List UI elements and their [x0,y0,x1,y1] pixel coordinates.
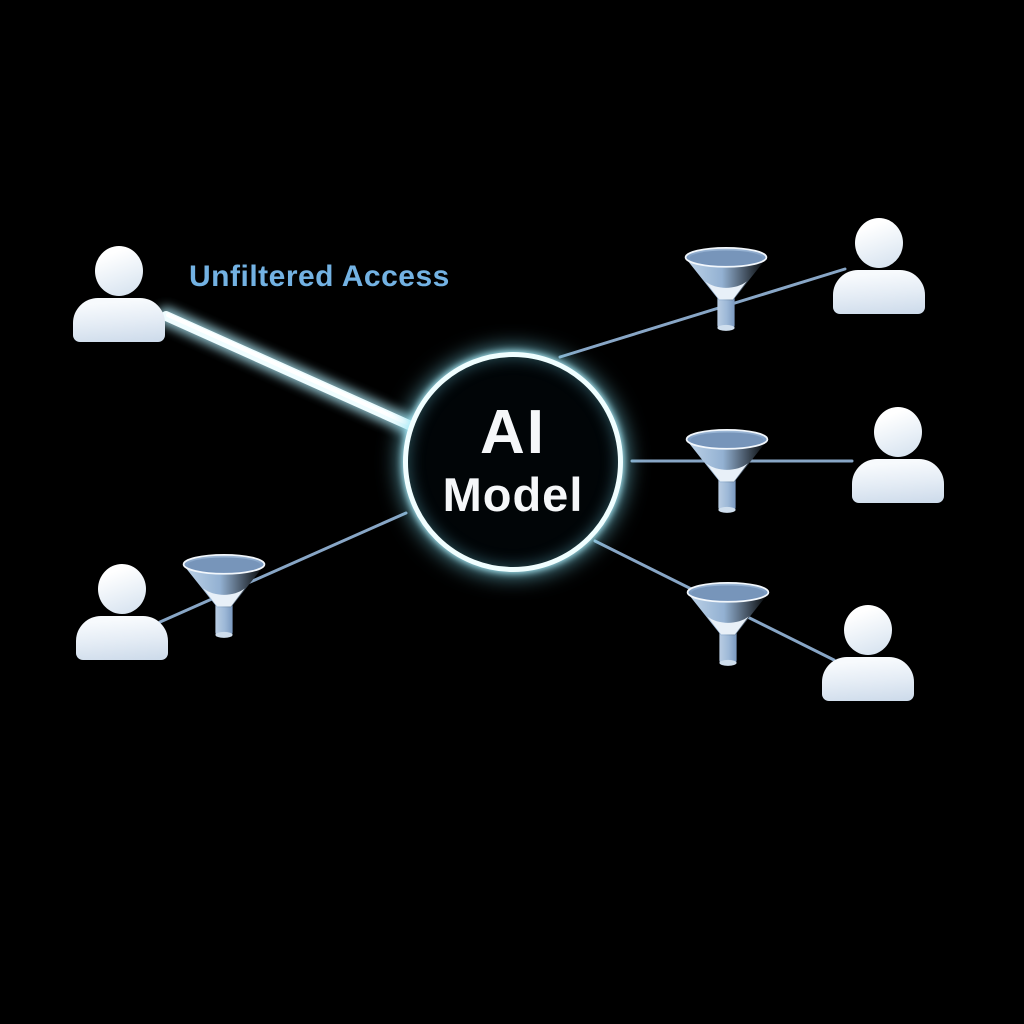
person-torso [852,459,944,503]
person-icon-bottom-left [76,564,168,660]
unfiltered-access-label: Unfiltered Access [189,260,450,293]
person-icon-middle-right [852,407,944,503]
funnel-icon-bottom-right [685,580,771,670]
person-icon-unfiltered-user [73,246,165,342]
funnel-icon-middle-right [684,427,770,517]
person-torso [73,298,165,342]
ai-model-title-line1: AI [480,397,546,467]
filtered-line-bottom-left [158,511,408,624]
person-torso [822,657,914,701]
person-torso [833,270,925,314]
person-torso [76,616,168,660]
person-head [855,218,903,268]
person-head [844,605,892,655]
person-head [95,246,143,296]
funnel-icon-bottom-left [181,552,267,642]
ai-model-node: AI Model [403,352,623,572]
person-head [98,564,146,614]
person-icon-top-right [833,218,925,314]
unfiltered-beam [157,307,429,439]
person-head [874,407,922,457]
ai-model-title-line2: Model [442,467,584,521]
person-icon-bottom-right [822,605,914,701]
funnel-icon-top-right [683,245,769,335]
filtered-line-top-right [558,267,847,359]
